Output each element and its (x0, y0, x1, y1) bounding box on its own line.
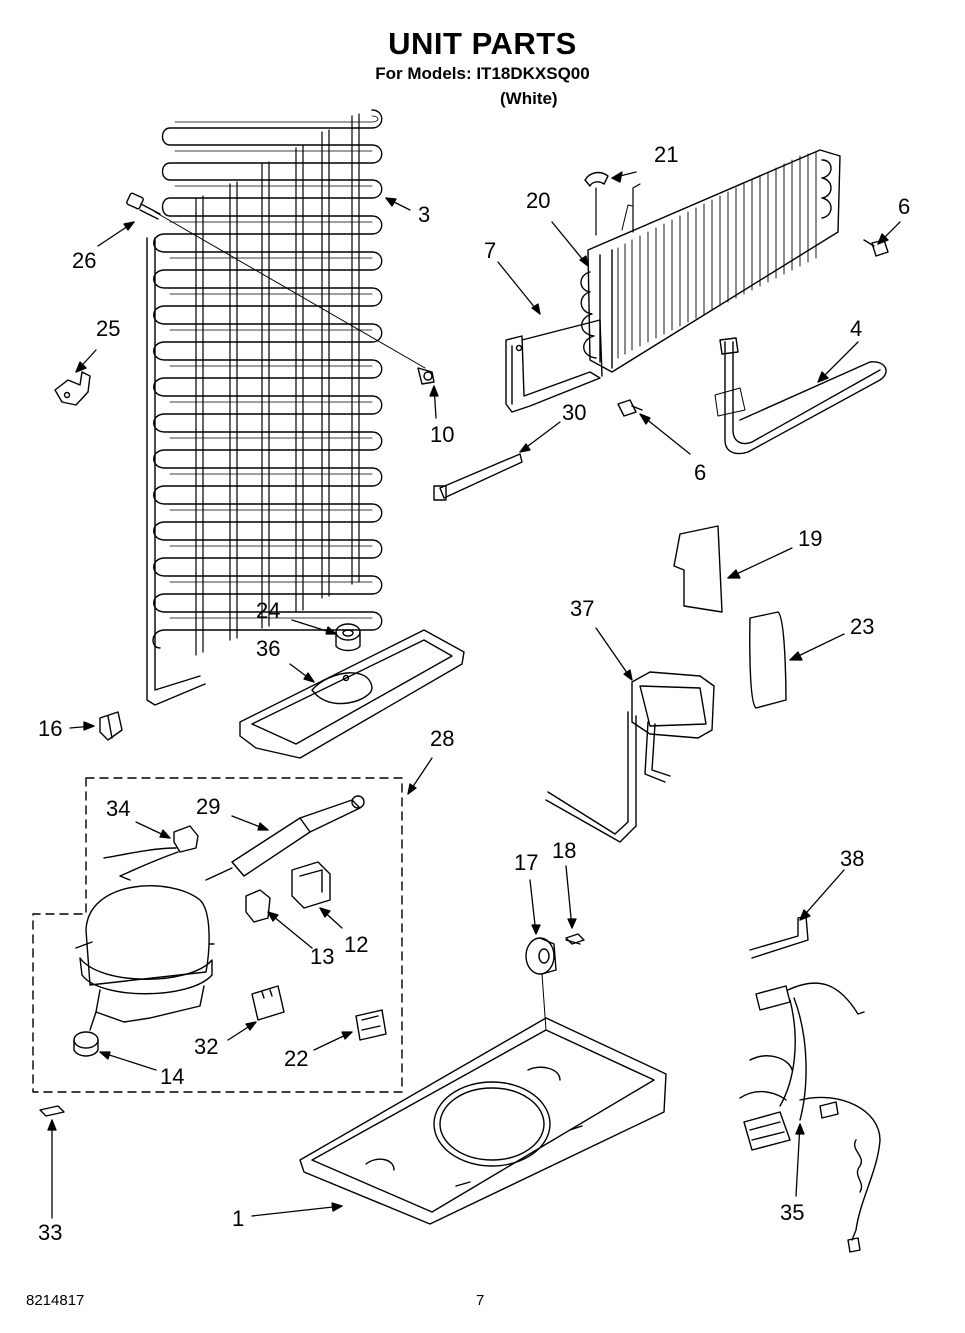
callout-10: 10 (430, 422, 454, 447)
screw-26 (126, 192, 426, 369)
grommet-14 (73, 1031, 99, 1057)
callout-37: 37 (570, 596, 594, 621)
callout-24: 24 (256, 598, 280, 623)
screw-6-upper (863, 239, 889, 257)
callout-36: 36 (256, 636, 280, 661)
callout-22: 22 (284, 1046, 308, 1071)
callout-29: 29 (196, 794, 220, 819)
drain-pan (239, 629, 465, 759)
compressor (75, 885, 215, 1031)
document-number: 8214817 (26, 1292, 85, 1309)
compressor-kit-outline (32, 777, 403, 1093)
tie-wrap (433, 453, 523, 501)
machine-compartment-pan (299, 1017, 667, 1225)
callout-17: 17 (514, 850, 538, 875)
callout-4: 4 (850, 316, 862, 341)
screw-18 (565, 933, 585, 945)
callout-18: 18 (552, 838, 576, 863)
insulation-pad-19 (673, 525, 723, 613)
callout-26: 26 (72, 248, 96, 273)
callout-6b: 6 (694, 460, 706, 485)
clip-16 (99, 711, 123, 741)
cabinet-tube (545, 671, 715, 843)
callout-1: 1 (232, 1206, 244, 1231)
tube-38 (749, 915, 809, 959)
connector-34 (103, 825, 199, 881)
callout-20: 20 (526, 188, 550, 213)
callout-12: 12 (344, 932, 368, 957)
callout-25: 25 (96, 316, 120, 341)
callout-3: 3 (418, 202, 430, 227)
dryer (205, 795, 365, 881)
page-number: 7 (476, 1292, 485, 1309)
callout-13: 13 (310, 944, 334, 969)
grommet-24 (335, 623, 361, 652)
models-line: For Models: IT18DKXSQ00 (375, 64, 590, 83)
terminal-22 (355, 1009, 387, 1041)
defrost-heater (714, 337, 887, 455)
wiring-harness (739, 982, 881, 1253)
callout-14: 14 (160, 1064, 184, 1089)
clip-21 (584, 171, 609, 187)
screw-6-lower (617, 399, 643, 417)
page-title: UNIT PARTS (388, 26, 577, 61)
callout-21: 21 (654, 142, 678, 167)
callout-6a: 6 (898, 194, 910, 219)
evaporator-bracket (505, 319, 603, 413)
relay (291, 861, 331, 909)
callout-16: 16 (38, 716, 62, 741)
callout-7: 7 (484, 238, 496, 263)
clip-33 (39, 1105, 65, 1117)
callout-30: 30 (562, 400, 586, 425)
callout-35: 35 (780, 1200, 804, 1225)
evaporator (580, 149, 841, 373)
bracket-25 (54, 371, 91, 406)
callout-labels: 21 3 20 7 6 4 26 25 10 30 6 19 23 37 24 … (38, 142, 910, 1245)
callout-33: 33 (38, 1220, 62, 1245)
grommet-17 (525, 937, 557, 1031)
callout-19: 19 (798, 526, 822, 551)
color-variant: (White) (500, 89, 558, 108)
capacitor (251, 985, 285, 1021)
insulation-pad-23 (749, 611, 787, 709)
leader-lines (47, 171, 901, 1219)
callout-28: 28 (430, 726, 454, 751)
screw-10 (417, 367, 435, 385)
callout-38: 38 (840, 846, 864, 871)
callout-34: 34 (106, 796, 130, 821)
overload (245, 889, 271, 923)
callout-23: 23 (850, 614, 874, 639)
callout-32: 32 (194, 1034, 218, 1059)
condenser-coil (146, 109, 383, 706)
